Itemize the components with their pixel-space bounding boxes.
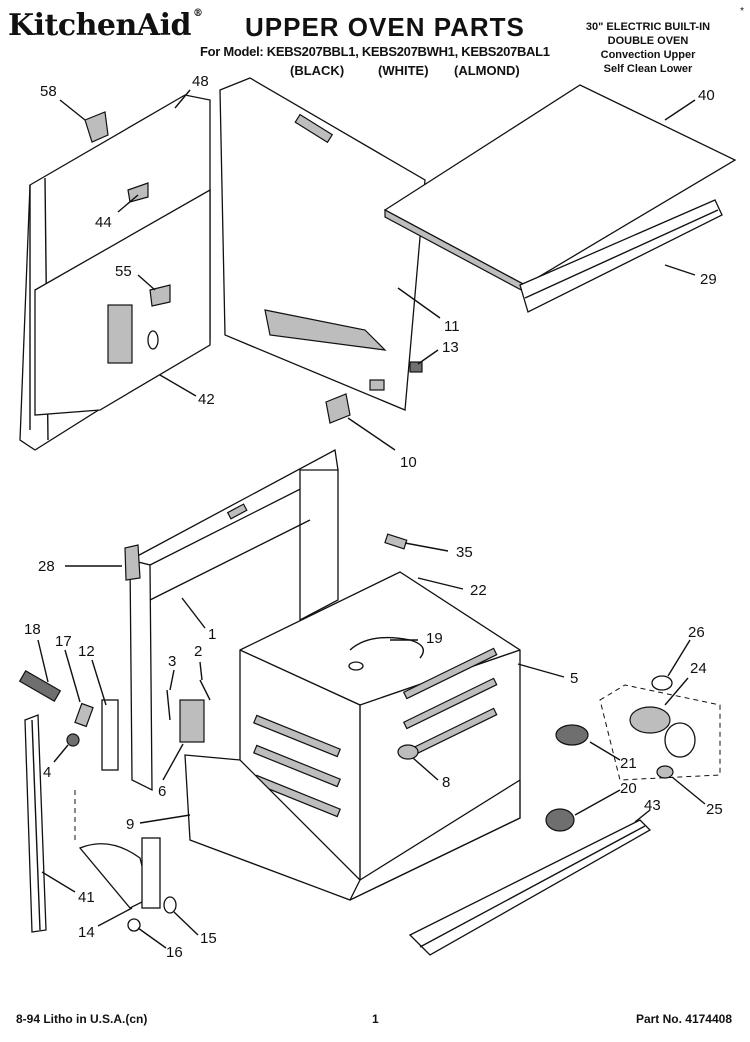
callout-11: 11 [444,318,460,335]
callout-5: 5 [570,670,578,687]
callout-14: 14 [78,924,95,941]
callout-8: 8 [442,774,450,791]
color-black: (BLACK) [290,63,345,78]
part-10 [325,393,351,424]
leader-lines [37,89,706,949]
clip-55 [149,284,171,307]
callout-9: 9 [126,816,134,833]
callout-24: 24 [690,660,707,677]
rear-panel-42 [34,188,211,416]
footer-part-number: Part No. 4174408 [635,1012,732,1026]
callout-55: 55 [115,263,132,280]
callout-19: 19 [426,630,443,647]
model-line: For Model: KEBS207BBL1, KEBS207BWH1, KEB… [200,44,550,59]
brand-logo: KitchenAid® [8,8,203,43]
sensor-35 [384,533,408,550]
page-title: UPPER OVEN PARTS [245,12,525,42]
front-frame-1 [128,448,339,792]
callout-28: 28 [38,558,55,575]
callout-35: 35 [456,544,473,561]
callout-10: 10 [400,454,417,471]
callout-43: 43 [644,797,661,814]
back-panel-11 [219,77,426,411]
corner-mark: * [740,6,744,17]
callout-6: 6 [158,783,166,800]
callout-41: 41 [78,889,95,906]
trim-rail-29 [519,199,723,313]
clip-44 [127,182,149,203]
callout-15: 15 [200,930,217,947]
footer-page-number: 1 [372,1012,379,1026]
callout-22: 22 [470,582,487,599]
callout-25: 25 [706,801,723,818]
side-trim-41 [24,714,47,933]
shell-9 [184,754,521,901]
bracket-28 [124,544,141,581]
footer-litho: 8-94 Litho in U.S.A.(cn) [16,1012,148,1026]
bracket-58 [84,111,109,143]
part-13 [409,361,423,373]
bottom-trim-43 [408,819,652,956]
callout-48: 48 [192,73,209,90]
callout-44: 44 [95,214,112,231]
callout-16: 16 [166,944,183,961]
color-almond: (ALMOND) [454,63,520,78]
callout-2: 2 [194,643,202,660]
callout-4: 4 [43,764,51,781]
callout-13: 13 [442,339,459,356]
callout-20: 20 [620,780,637,797]
callout-26: 26 [688,624,705,641]
callout-labels: 58 48 44 55 42 11 13 10 40 29 28 35 22 1… [24,73,723,961]
fan-assembly [545,675,721,832]
oven-liner [239,571,521,881]
callout-1: 1 [208,626,216,643]
hinge-assembly [74,790,177,932]
color-white: (WHITE) [378,63,429,78]
callout-17: 17 [55,633,72,650]
callout-58: 58 [40,83,57,100]
callout-29: 29 [700,271,717,288]
door-hardware [18,669,211,771]
callout-21: 21 [620,755,637,772]
top-shelf-40 [383,84,737,294]
callout-40: 40 [698,87,715,104]
callout-3: 3 [168,653,176,670]
oven-description: 30" ELECTRIC BUILT-IN DOUBLE OVEN Convec… [585,21,711,75]
callout-12: 12 [78,643,95,660]
callout-42: 42 [198,391,215,408]
callout-18: 18 [24,621,41,638]
